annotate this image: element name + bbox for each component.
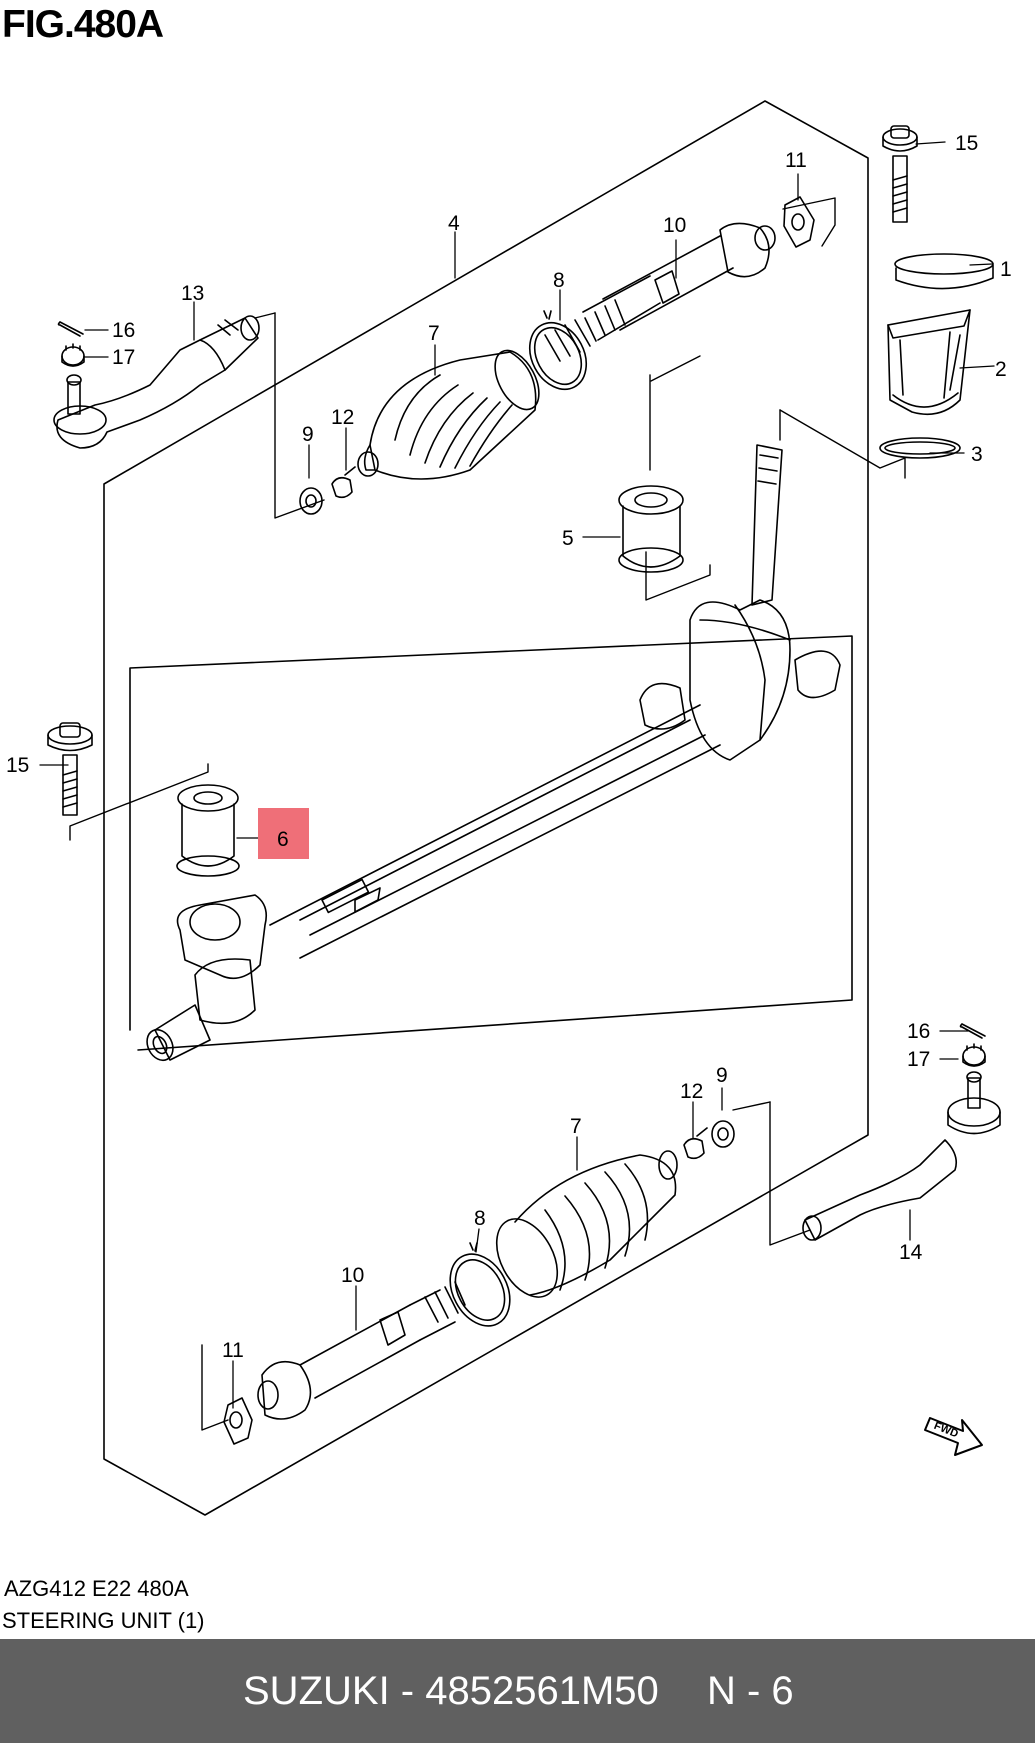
cotter-pin-16-right — [959, 1023, 986, 1039]
callout-16-right: 16 — [907, 1020, 930, 1043]
callout-7-top: 7 — [428, 322, 440, 345]
castle-nut-17-right — [962, 1043, 986, 1067]
nut-9-bottom — [711, 1120, 735, 1148]
quantity-text: N - 6 — [707, 1669, 794, 1713]
bracket-lines — [69, 197, 906, 1431]
rack-housing — [146, 704, 721, 1062]
callout-5: 5 — [562, 527, 574, 550]
steering-unit-diagram: FWD 15 1 2 3 11 10 4 8 7 13 16 17 9 12 5… — [6, 100, 1012, 1516]
callout-1: 1 — [1000, 258, 1012, 281]
assembly-frame — [103, 100, 869, 1516]
callout-2: 2 — [995, 358, 1007, 381]
clip-12-top — [331, 466, 356, 499]
tie-rod-end-13 — [53, 315, 260, 449]
callout-7-bottom: 7 — [570, 1115, 582, 1138]
castle-nut-17-left — [61, 343, 85, 367]
boot-7-top — [357, 349, 540, 480]
callout-10-bottom: 10 — [341, 1264, 364, 1287]
seal-ring-1 — [894, 253, 994, 290]
tie-rod-10-top — [544, 222, 776, 362]
tie-rod-10-bottom — [257, 1281, 466, 1420]
clip-12-bottom — [683, 1127, 708, 1160]
callout-4: 4 — [448, 212, 460, 235]
cotter-pin-16-left — [57, 321, 84, 337]
o-ring-3 — [879, 437, 961, 459]
diagram-code: AZG412 E22 480A — [4, 1576, 189, 1601]
callout-8-bottom: 8 — [474, 1207, 486, 1230]
lock-washer-11-top — [783, 196, 815, 248]
callout-6: 6 — [277, 828, 289, 851]
callout-17-right: 17 — [907, 1048, 930, 1071]
callout-15-top: 15 — [955, 132, 978, 155]
callout-13: 13 — [181, 282, 204, 305]
callout-9-bottom: 9 — [716, 1064, 728, 1087]
part-info-bar: SUZUKI - 4852561M50 N - 6 — [0, 1639, 1035, 1743]
clamp-8-top — [528, 310, 588, 391]
tie-rod-end-14 — [802, 1071, 1001, 1241]
bushing-5 — [618, 485, 684, 573]
callout-8-top: 8 — [553, 269, 565, 292]
callout-15-left: 15 — [6, 754, 29, 777]
pinion-housing — [639, 444, 841, 761]
figure-title: FIG.480A — [2, 3, 164, 46]
callout-12-bottom: 12 — [680, 1080, 703, 1103]
callout-11-top: 11 — [785, 149, 807, 172]
callout-14: 14 — [899, 1241, 923, 1264]
part-number-text: SUZUKI - 4852561M50 — [243, 1669, 659, 1713]
fwd-arrow-icon: FWD — [924, 1417, 983, 1456]
highlight-box — [258, 808, 309, 859]
callout-10-top: 10 — [663, 214, 686, 237]
boot-7-bottom — [495, 1150, 678, 1298]
callout-17-left: 17 — [112, 346, 135, 369]
callout-3: 3 — [971, 443, 983, 466]
diagram-caption: STEERING UNIT (1) — [2, 1608, 205, 1633]
callout-12-top: 12 — [331, 406, 354, 429]
clamp-8-bottom — [449, 1242, 511, 1327]
callout-11-bottom: 11 — [222, 1339, 244, 1362]
bolt-15-left — [47, 722, 93, 816]
bushing-6 — [176, 784, 240, 877]
callout-9-top: 9 — [302, 423, 314, 446]
lock-washer-11-bottom — [223, 1397, 253, 1445]
bolt-15-top — [882, 125, 918, 223]
nut-9-top — [299, 487, 323, 515]
cover-2 — [887, 309, 971, 416]
callout-16-left: 16 — [112, 319, 135, 342]
